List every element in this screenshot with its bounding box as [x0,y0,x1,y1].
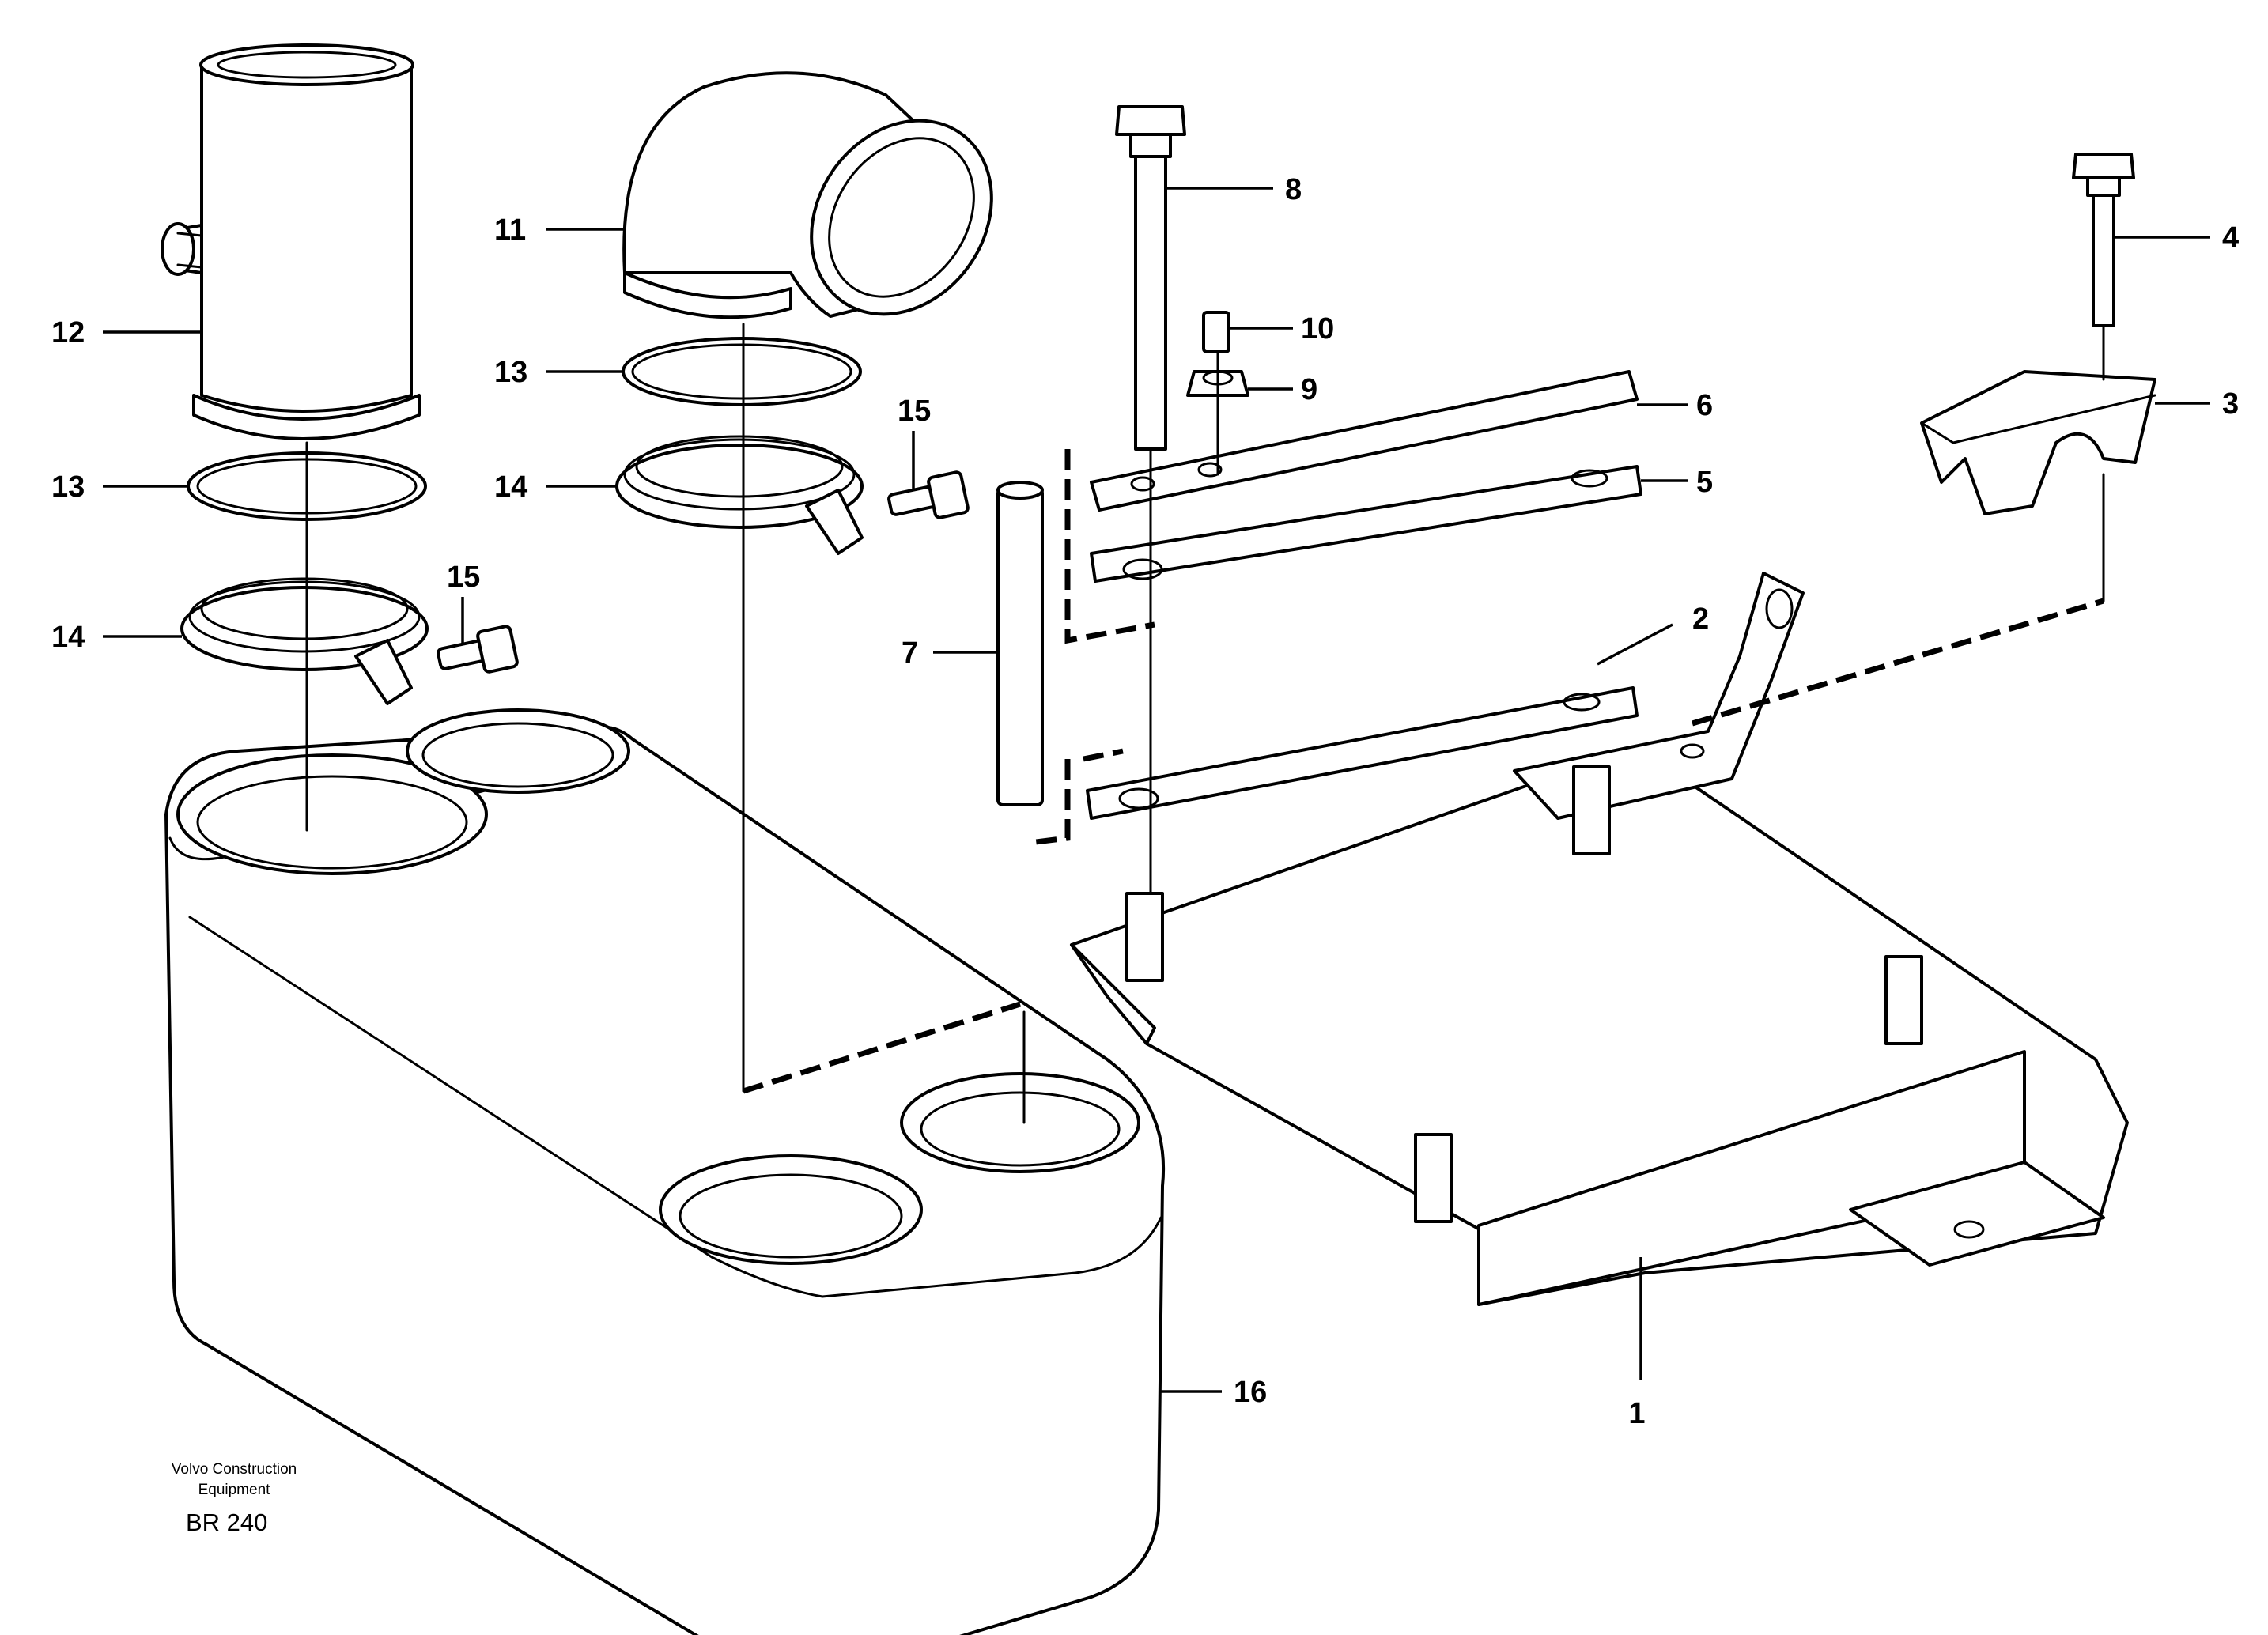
assembly-lines [305,323,2105,1124]
part-15-bolt-left [437,625,519,674]
part-16-housing [164,708,1166,1635]
callout-10: 10 [1301,312,1334,346]
publisher-block: Volvo Construction Equipment BR 240 [172,1461,297,1536]
callout-1: 1 [1628,1397,1645,1430]
leader-lines [103,187,2210,1393]
part-5-slotted-plate [1090,465,1642,583]
publisher-line-2: Equipment [198,1482,271,1498]
part-2-slotted-plate [1086,686,1639,820]
callout-15-right: 15 [898,395,931,428]
drawing-code: BR 240 [186,1509,267,1536]
callout-13-right: 13 [494,356,527,389]
callout-labels: 1 2 3 4 5 6 7 8 9 10 11 12 13 13 14 14 1… [51,173,2239,1430]
part-11-elbow [622,71,993,319]
callout-6: 6 [1696,389,1713,422]
callout-14-left: 14 [51,621,85,654]
part-13-o-ring-right [622,337,862,406]
callout-15-left: 15 [447,561,480,594]
callout-16: 16 [1234,1376,1267,1409]
callout-11: 11 [494,213,526,247]
part-15-bolt-right [887,470,970,519]
callout-5: 5 [1696,466,1713,499]
callout-2: 2 [1692,602,1709,636]
part-6-top-plate [1090,370,1639,512]
callout-8: 8 [1285,173,1302,206]
callout-4: 4 [2222,221,2239,255]
part-10-set-screw [1202,311,1230,353]
part-3-saddle-bracket [1920,370,2156,515]
callout-7: 7 [902,636,918,670]
callout-14-right: 14 [494,470,527,504]
part-8-long-bolt [1115,105,1186,451]
part-4-bolt [2072,153,2135,327]
callout-13-left: 13 [51,470,85,504]
callout-12: 12 [51,316,85,349]
callout-3: 3 [2222,387,2239,421]
part-1-mounting-tray [1070,572,2129,1306]
part-12-tee-pipe [161,43,421,440]
publisher-line-1: Volvo Construction [172,1461,297,1478]
part-7-spacer-tube [996,481,1044,806]
callout-9: 9 [1301,373,1317,406]
part-14-clamp-left [180,577,429,705]
part-14-clamp-right [615,435,864,555]
